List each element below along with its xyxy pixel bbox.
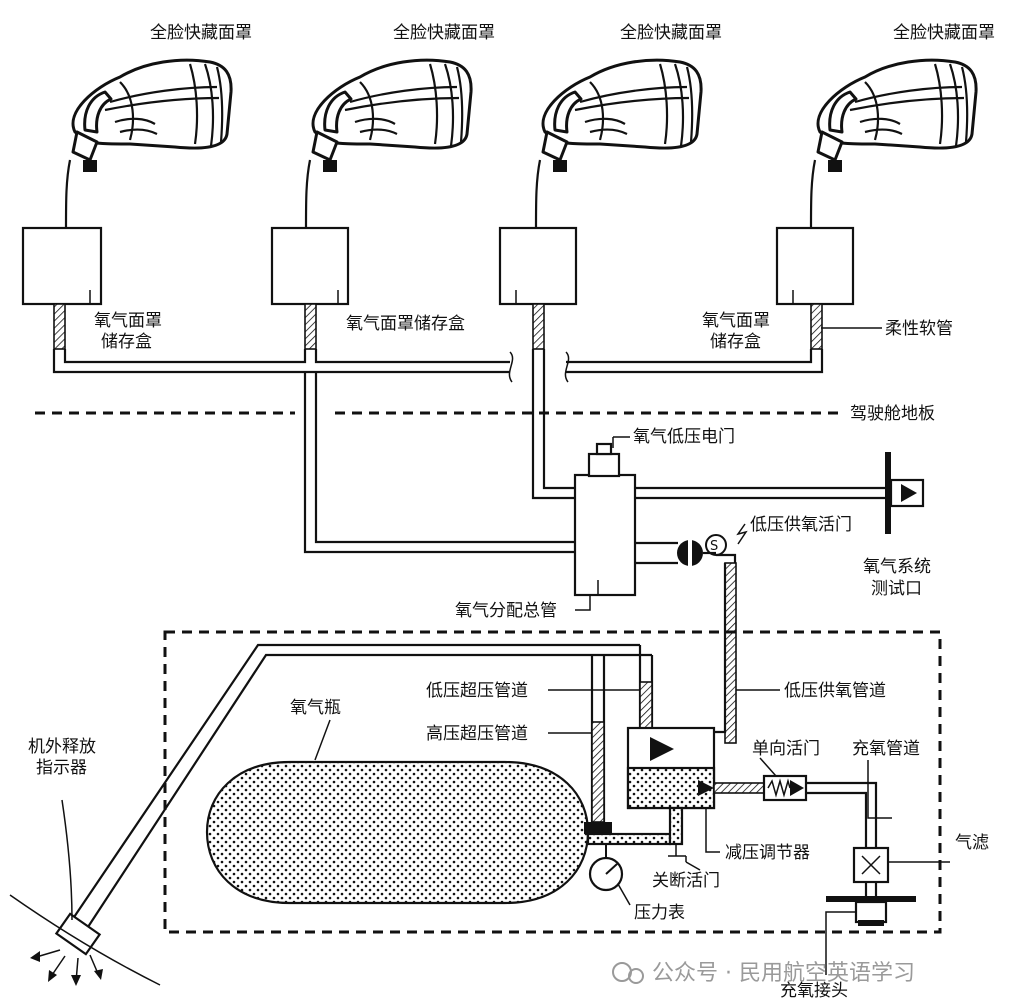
mask-box-2-label: 氧气面罩储存盒 [346,314,465,334]
mask-label-2: 全脸快藏面罩 [393,23,495,43]
high-pressure-overpressure-label: 高压超压管道 [426,724,528,744]
low-pressure-overpressure-label: 低压超压管道 [426,681,528,701]
watermark-text: 公众号 · 民用航空英语学习 [652,961,915,986]
flex-hose-2 [304,303,317,350]
mask-unit-4 [809,58,978,229]
regulator-label: 减压调节器 [725,843,810,863]
leader-lines [61,327,950,975]
flex-hose-4 [810,303,823,350]
mask-unit-2 [304,58,473,229]
bottle-label: 氧气瓶 [290,698,341,718]
pressure-regulator [626,726,716,810]
fill-fitting-label: 充氧接头 [780,981,848,1001]
overboard-discharge-line [54,643,652,956]
mask-storage-box-3 [498,226,578,306]
cockpit-floor-label: 驾驶舱地板 [850,404,935,424]
low-pressure-supply-valve: S [677,534,727,566]
oxygen-bottle-enclosure [163,630,942,934]
test-port-label-line2: 测试口 [871,579,922,599]
low-pressure-supply-line-label: 低压供氧管道 [784,681,886,701]
check-valve [762,774,808,802]
pressure-gauge [588,844,624,892]
low-pressure-overpressure-line [639,681,653,729]
manifold-label: 氧气分配总管 [455,601,557,621]
mask-label-3: 全脸快藏面罩 [620,23,722,43]
overboard-indicator-label-line2: 指示器 [36,758,87,778]
low-pressure-supply-line [724,562,737,744]
mask-box-1-label-line2: 储存盒 [101,332,152,352]
test-port-label-line1: 氧气系统 [863,557,931,577]
mask-box-1-label-line1: 氧气面罩 [94,311,162,331]
low-pressure-switch [587,452,621,478]
low-pressure-supply-valve-label: 低压供氧活门 [750,515,852,535]
mask-storage-box-2 [270,226,350,306]
fill-fitting [826,896,916,926]
high-pressure-overpressure-line [591,721,605,823]
overboard-indicator-label-line1: 机外释放 [28,737,96,757]
shutoff-valve [668,844,686,857]
flex-hose-3 [532,303,545,350]
fill-line-label: 充氧管道 [852,739,920,759]
flex-hose-label: 柔性软管 [885,319,953,339]
discharge-indicator-arrows [9,894,161,986]
oxygen-bottle [205,760,590,905]
low-pressure-switch-label: 氧气低压电门 [633,427,735,447]
pressure-gauge-label: 压力表 [634,903,685,923]
mask-label-1: 全脸快藏面罩 [150,23,252,43]
mask-storage-box-4 [775,226,855,306]
fill-line [806,781,878,848]
mask-storage-box-1 [21,226,103,306]
filter-label: 气滤 [955,833,989,853]
filter [852,846,890,884]
mask-box-4-label-line1: 氧气面罩 [702,311,770,331]
mask-box-4-label-line2: 储存盒 [710,332,761,352]
mask-label-4: 全脸快藏面罩 [893,23,995,43]
shutoff-valve-label: 关断活门 [652,871,720,891]
test-port [885,452,925,534]
solenoid-s-symbol: S [710,539,718,554]
flex-hose-1 [53,303,66,350]
watermark: 公众号 · 民用航空英语学习 [612,961,915,986]
mask-unit-1 [64,58,233,229]
mask-unit-3 [534,58,703,229]
oxygen-manifold [573,473,637,597]
distribution-piping [52,349,885,554]
check-valve-label: 单向活门 [752,739,820,759]
